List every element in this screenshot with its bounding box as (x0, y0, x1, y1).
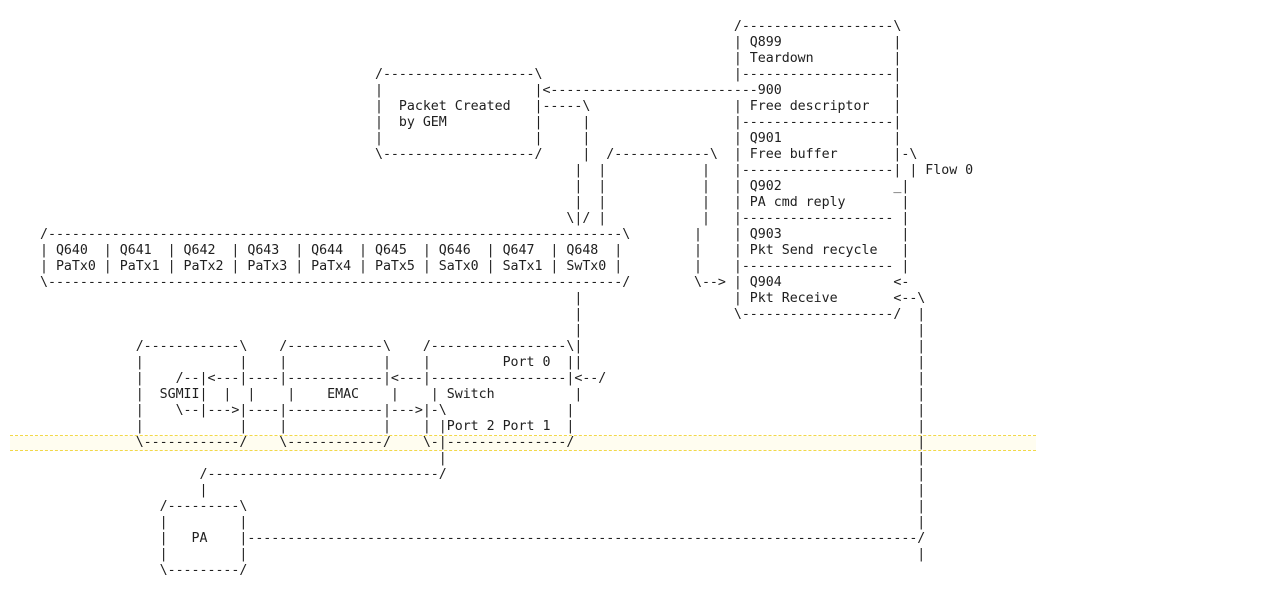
highlight-band (10, 436, 1036, 450)
highlight-top-rule (10, 435, 1036, 436)
highlight-bottom-rule (10, 450, 1036, 451)
ascii-flow-diagram: /-------------------\ | Q899 | (40, 19, 974, 578)
